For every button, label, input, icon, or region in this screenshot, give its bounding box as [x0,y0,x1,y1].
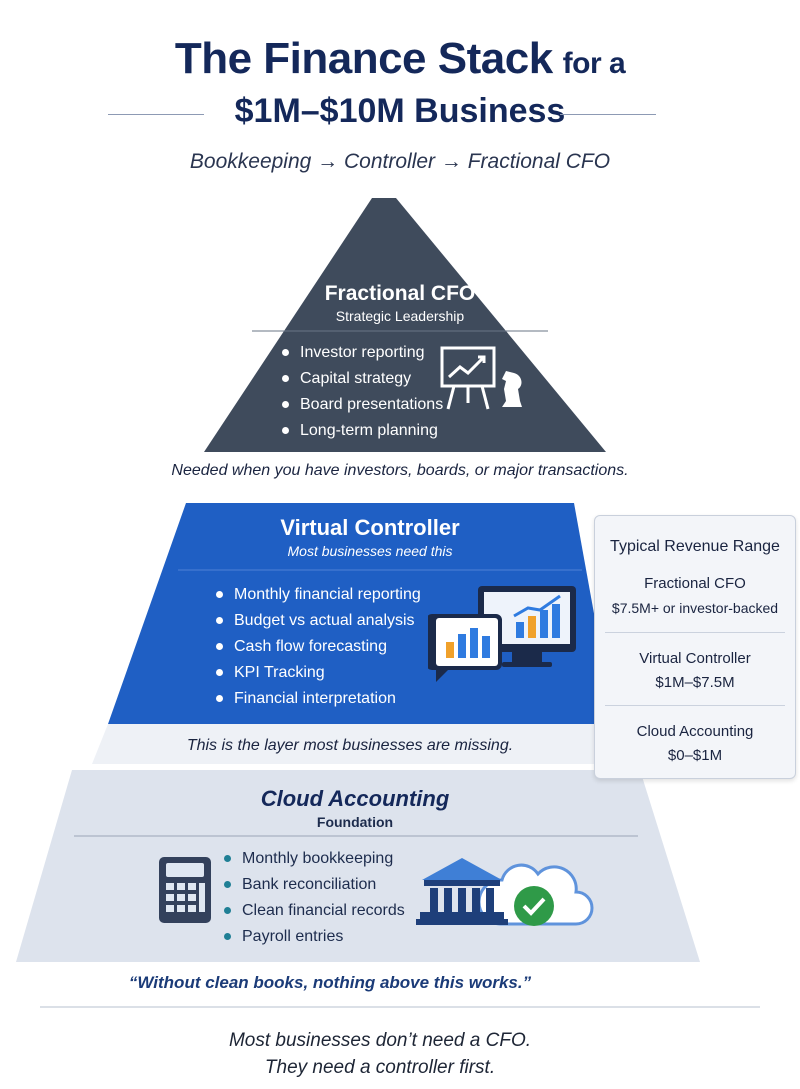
page-title: The Finance Stack for a [0,34,800,84]
controller-bullet: Monthly financial reporting [214,582,454,608]
accounting-title: Cloud Accounting [260,786,450,811]
cfo-bullet: Investor reporting [280,340,470,366]
revenue-label-accounting: Cloud Accounting [636,723,754,740]
bank-cloud-check-icon [416,858,594,926]
accounting-bullet: Payroll entries [222,924,422,950]
monitor-chart-speech-bubble-icon [428,586,576,682]
accounting-bullet-list: Monthly bookkeeping Bank reconciliation … [222,846,422,950]
cfo-bullet: Capital strategy [280,366,470,392]
accounting-bullet: Clean financial records [222,898,422,924]
revenue-label-cfo: Fractional CFO [644,575,746,592]
revenue-value-controller: $1M–$7.5M [655,674,735,691]
title-suffix-text: for a [562,47,626,80]
revenue-range-panel: Typical Revenue Range Fractional CFO $7.… [594,515,796,779]
revenue-value-cfo: $7.5M+ or investor-backed [611,600,779,616]
controller-bullet-list: Monthly financial reporting Budget vs ac… [214,582,454,712]
cfo-title: Fractional CFO [324,282,476,305]
controller-bullet: Financial interpretation [214,686,454,712]
controller-bullet: KPI Tracking [214,660,454,686]
controller-bullet: Budget vs actual analysis [214,608,454,634]
accounting-bullet: Monthly bookkeeping [222,846,422,872]
revenue-divider [605,705,785,706]
page-subtitle: Bookkeeping → Controller → Fractional CF… [189,150,611,173]
calculator-icon [159,857,211,923]
cfo-subtitle: Strategic Leadership [335,308,465,324]
revenue-divider [605,632,785,633]
cfo-bullet-list: Investor reporting Capital strategy Boar… [280,340,470,444]
accounting-note: “Without clean books, nothing above this… [128,973,532,992]
controller-title: Virtual Controller [280,515,460,540]
missing-layer-band [92,724,614,764]
accounting-subtitle: Foundation [316,814,394,830]
footer-line-2: They need a controller first. [264,1057,496,1078]
footer-line-1: Most businesses don’t need a CFO. [228,1030,532,1051]
presentation-board-chess-knight-icon [440,346,522,410]
page-title-line2: $1M–$10M Business [234,92,566,130]
title-rule-left [108,114,204,115]
accounting-bullet: Bank reconciliation [222,872,422,898]
title-main-text: The Finance Stack [174,34,553,83]
revenue-label-controller: Virtual Controller [639,650,751,667]
controller-note: This is the layer most businesses are mi… [186,737,514,754]
controller-subtitle: Most businesses need this [287,543,453,559]
cfo-note: Needed when you have investors, boards, … [171,462,629,479]
controller-bullet: Cash flow forecasting [214,634,454,660]
revenue-range-heading: Typical Revenue Range [610,538,780,555]
cfo-bullet: Board presentations [280,392,470,418]
title-rule-right [560,114,656,115]
cfo-bullet: Long-term planning [280,418,470,444]
revenue-value-accounting: $0–$1M [667,747,723,764]
